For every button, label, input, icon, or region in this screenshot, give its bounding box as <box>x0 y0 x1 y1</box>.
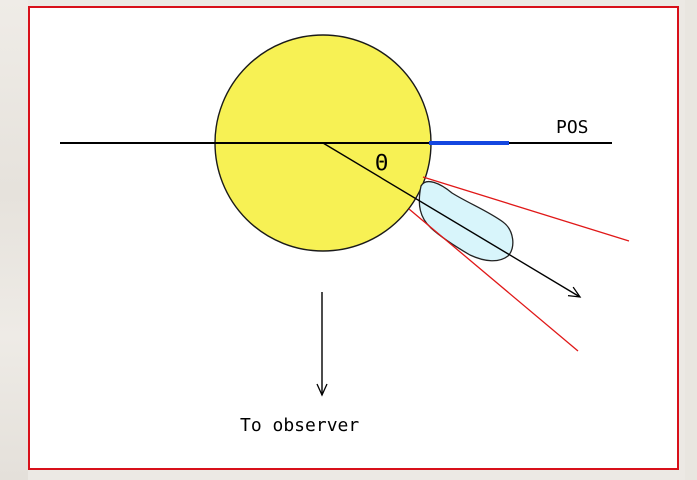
to-observer-label: To observer <box>240 415 359 436</box>
page-background-right <box>685 0 697 480</box>
radial-direction-arrow <box>322 142 582 298</box>
page-background-left <box>0 0 28 480</box>
cone-line-upper <box>422 176 630 242</box>
pos-label: POS <box>556 117 589 138</box>
theta-label: Θ <box>375 151 388 176</box>
cone-line-lower <box>408 208 579 352</box>
